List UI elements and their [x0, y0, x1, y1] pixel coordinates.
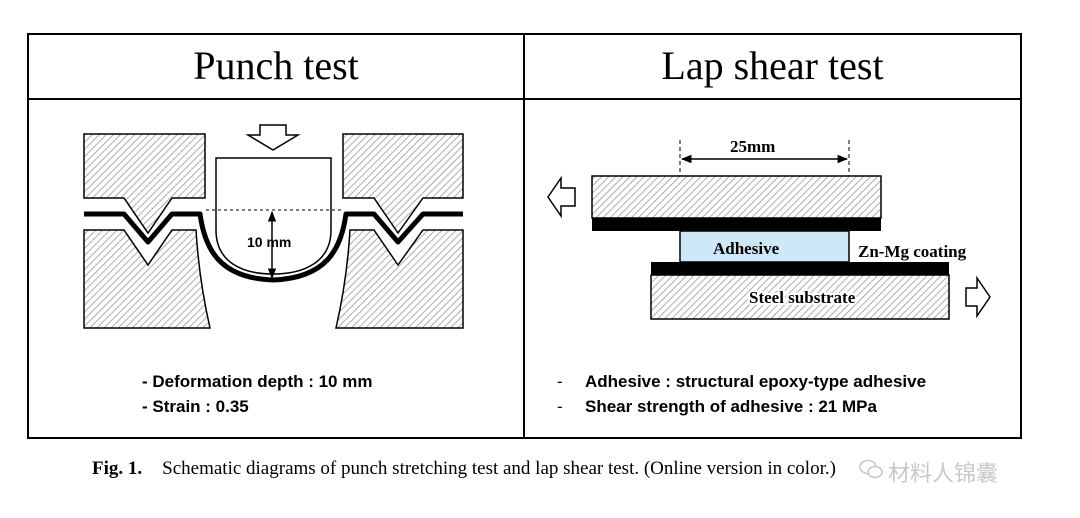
pull-arrow-left	[547, 175, 576, 219]
panel-divider-horizontal	[27, 98, 1022, 100]
punch	[215, 157, 332, 275]
upper-die-right	[342, 133, 464, 235]
figure-caption: Fig. 1. Schematic diagrams of punch stret…	[92, 458, 836, 480]
figure-caption-label: Fig. 1.	[92, 458, 143, 479]
panel-divider-vertical	[523, 33, 525, 439]
top-coating	[592, 218, 881, 231]
bottom-coating	[651, 262, 949, 275]
adhesive-label: Adhesive	[713, 239, 780, 258]
figure-caption-text: Schematic diagrams of punch stretching t…	[162, 458, 836, 479]
substrate-label: Steel substrate	[749, 288, 856, 307]
lower-die-right	[335, 229, 464, 329]
deformed-sheet	[84, 211, 463, 283]
punch-test-diagram: 10 mm	[83, 124, 464, 329]
punch-test-title: Punch test	[193, 43, 359, 88]
adhesive-layer	[679, 230, 850, 263]
lap-bullet-strength: Shear strength of adhesive : 21 MPa	[585, 397, 877, 416]
punch-load-arrow	[245, 124, 301, 151]
width-dimension-label: 25mm	[730, 137, 775, 156]
coating-label: Zn-Mg coating	[858, 242, 967, 261]
lower-die-left	[83, 229, 211, 329]
watermark-logo-icon	[859, 459, 883, 479]
lap-shear-test-title: Lap shear test	[661, 43, 884, 88]
punch-bullet-depth: - Deformation depth : 10 mm	[142, 372, 373, 391]
pull-arrow-right	[965, 275, 991, 319]
lap-shear-diagram: 25mm Adhesive Zn-Mg coating Steel substr…	[547, 137, 991, 320]
upper-die-left	[83, 133, 206, 235]
watermark-text: 材料人锦囊	[888, 462, 999, 487]
depth-dimension-label: 10 mm	[247, 234, 291, 250]
lap-bullet-adhesive: Adhesive : structural epoxy-type adhesiv…	[585, 372, 927, 391]
lap-bullet-marker-1: -	[557, 372, 563, 391]
punch-bullet-strain: - Strain : 0.35	[142, 397, 249, 416]
lap-bullet-marker-2: -	[557, 397, 563, 416]
top-substrate	[591, 175, 882, 219]
bottom-substrate	[650, 274, 950, 320]
